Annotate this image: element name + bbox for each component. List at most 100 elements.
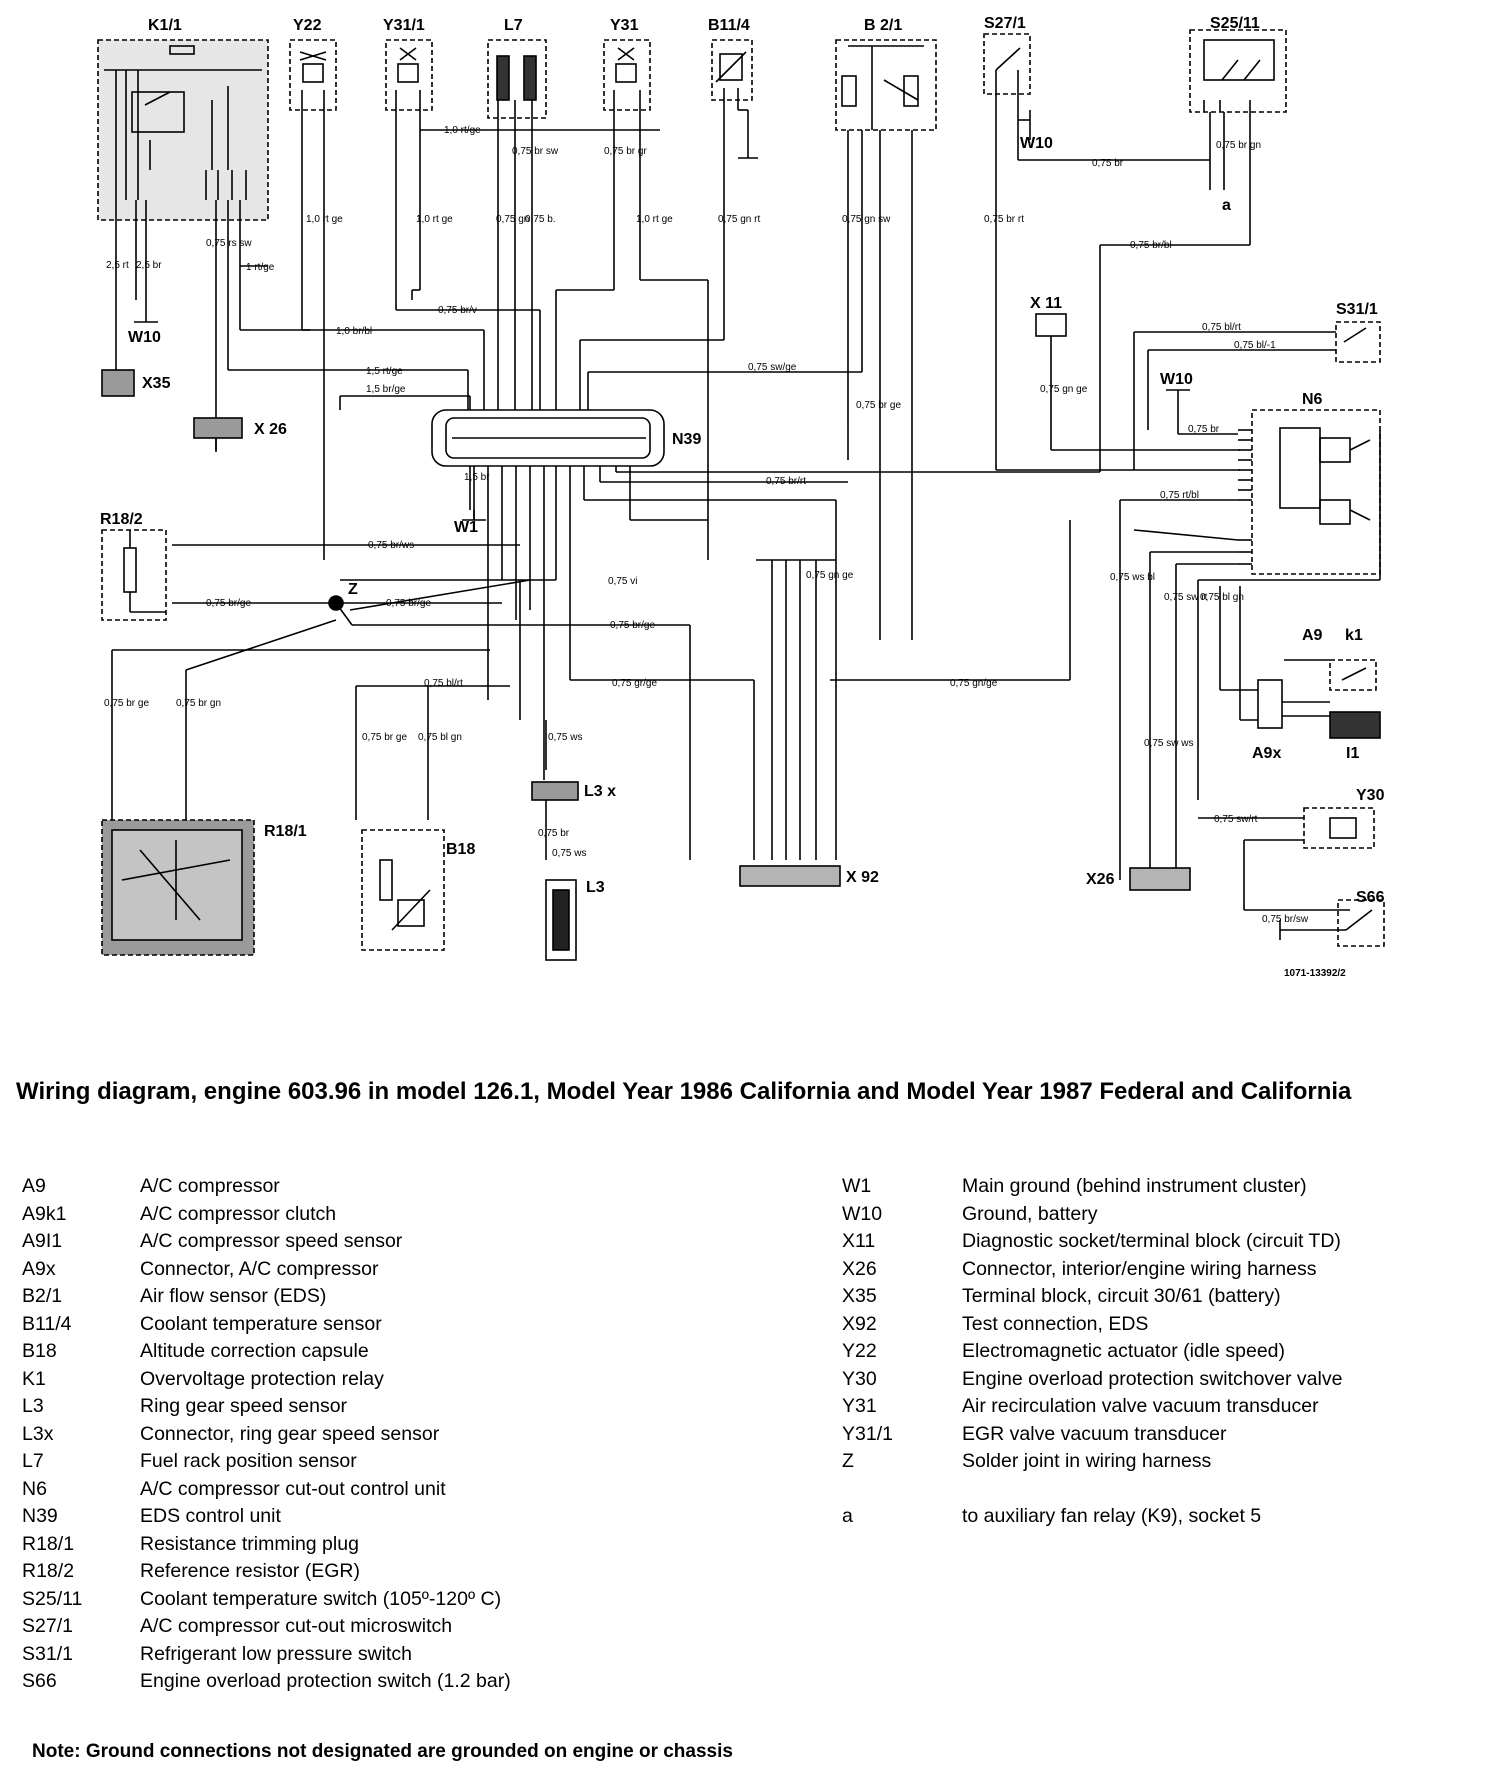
legend-description: Coolant temperature sensor — [140, 1312, 382, 1335]
legend-description: Engine overload protection switch (1.2 b… — [140, 1670, 511, 1692]
legend-description: Connector, ring gear speed sensor — [140, 1422, 440, 1445]
label-y30: Y30 — [1356, 787, 1385, 804]
wire-label: 0,75 rt/bl — [1160, 490, 1199, 501]
wire-label: 0,75 bl/rt — [1202, 322, 1241, 333]
legend-description: to auxiliary fan relay (K9), socket 5 — [962, 1505, 1262, 1527]
capsule-b18 — [361, 829, 445, 951]
test-connection-x92 — [739, 865, 841, 887]
legend-code: Y31/1 — [842, 1422, 893, 1445]
wire-label: 0,75 br/ge — [206, 598, 251, 609]
legend-description: Connector, A/C compressor — [140, 1257, 379, 1280]
wire-labels: 1,0 rt/ge 0,75 br sw 0,75 br gr 0,75 gn … — [104, 125, 1309, 925]
legend-description: EDS control unit — [140, 1505, 281, 1527]
wire-label: 0,75 br/sw — [1262, 914, 1309, 925]
legend-description: Reference resistor (EGR) — [140, 1560, 360, 1582]
legend-code: A9I1 — [22, 1230, 63, 1252]
label-w10-left: W10 — [128, 329, 161, 346]
label-l3: L3 — [586, 879, 605, 896]
legend-description: Terminal block, circuit 30/61 (battery) — [962, 1285, 1281, 1307]
legend-description: Connector, interior/engine wiring harnes… — [962, 1257, 1317, 1280]
legend-description: Ring gear speed sensor — [140, 1395, 348, 1417]
wire-label: 0,75 br gr — [604, 146, 647, 157]
label-x92: X 92 — [846, 869, 879, 886]
wire-label: 0,75 br/ws — [368, 540, 414, 551]
wire-label: 1,0 rt/ge — [444, 125, 481, 136]
wire-label: 0,75 sw ws — [1144, 738, 1193, 749]
legend-description: Solder joint in wiring harness — [962, 1450, 1212, 1472]
legend-code: S31/1 — [22, 1642, 73, 1665]
wire-label: 0,75 sw/ge — [748, 362, 797, 373]
label-b18: B18 — [446, 841, 475, 858]
legend-code: R18/2 — [22, 1560, 75, 1582]
wire-label: 0,75 ws — [552, 848, 586, 859]
wire-label: 0,75 sw rt — [1164, 592, 1208, 603]
legend-code: a — [842, 1505, 853, 1527]
switch-s31-1 — [1133, 321, 1381, 470]
legend-description: EGR valve vacuum transducer — [962, 1422, 1227, 1445]
legend-code: X26 — [842, 1257, 877, 1280]
label-s27-1: S27/1 — [984, 15, 1026, 32]
legend-code: Z — [842, 1450, 854, 1472]
label-s31-1: S31/1 — [1336, 301, 1378, 318]
wire-label: 1,5 br/ge — [366, 384, 406, 395]
sensor-l7 — [487, 39, 547, 122]
legend-code: X92 — [842, 1312, 877, 1335]
wire-label: 1,0 rt ge — [416, 214, 453, 225]
harness-bottom — [111, 466, 1100, 860]
legend-row — [842, 1476, 1342, 1504]
legend-row: a to auxiliary fan relay (K9), socket 5 — [842, 1503, 1342, 1531]
connector-x26-right — [1129, 867, 1191, 891]
label-s66: S66 — [1356, 889, 1385, 906]
legend-description: A/C compressor cut-out microswitch — [140, 1615, 453, 1637]
label-n6: N6 — [1302, 391, 1323, 408]
label-k1: k1 — [1345, 627, 1363, 644]
legend-code: A9x — [22, 1257, 56, 1280]
label-x35: X35 — [142, 375, 171, 392]
legend-code: A9 — [22, 1175, 46, 1197]
wire-label: 0,75 rs sw — [206, 238, 252, 249]
label-y31-1: Y31/1 — [383, 17, 425, 34]
wire-label: 1,0 rt ge — [306, 214, 343, 225]
connector-l3x — [531, 781, 579, 801]
wire-label: 0,75 br/ge — [386, 598, 431, 609]
wire-label: 0,75 gn/ge — [950, 678, 998, 689]
wire-label: 0,75 br/ge — [610, 620, 655, 631]
legend-code: L7 — [22, 1450, 44, 1472]
wire-label: 0,75 br gn — [176, 698, 221, 709]
legend-row: Y31/1 EGR valve vacuum transducer — [842, 1421, 1342, 1449]
legend-code: X35 — [842, 1285, 877, 1307]
legend-code: W10 — [842, 1202, 883, 1225]
legend-code: B18 — [22, 1340, 57, 1362]
wire-label: 1 rt/ge — [246, 262, 275, 273]
legend-code: S27/1 — [22, 1615, 73, 1637]
label-x26-right: X26 — [1086, 871, 1115, 888]
legend-code: L3 — [22, 1395, 44, 1417]
label-x26-left: X 26 — [254, 421, 287, 438]
label-r18-1: R18/1 — [264, 823, 307, 840]
switch-s27-1 — [983, 33, 1240, 471]
sensor-b11-4 — [711, 39, 758, 159]
wire-label: 0,75 br/bl — [1130, 240, 1172, 251]
legend-code: N6 — [22, 1477, 47, 1500]
legend-code: X11 — [842, 1230, 876, 1252]
resistor-r18-2 — [101, 529, 167, 621]
wire-label: 0,75 gn — [496, 214, 529, 225]
wire-label: 0,75 gr/ge — [612, 678, 657, 689]
wire-label: 1,0 rt ge — [636, 214, 673, 225]
wire-label: 0,75 br/v — [438, 305, 477, 316]
sensor-b2-1 — [835, 39, 937, 640]
wire-label: 0,75 gn ge — [806, 570, 854, 581]
